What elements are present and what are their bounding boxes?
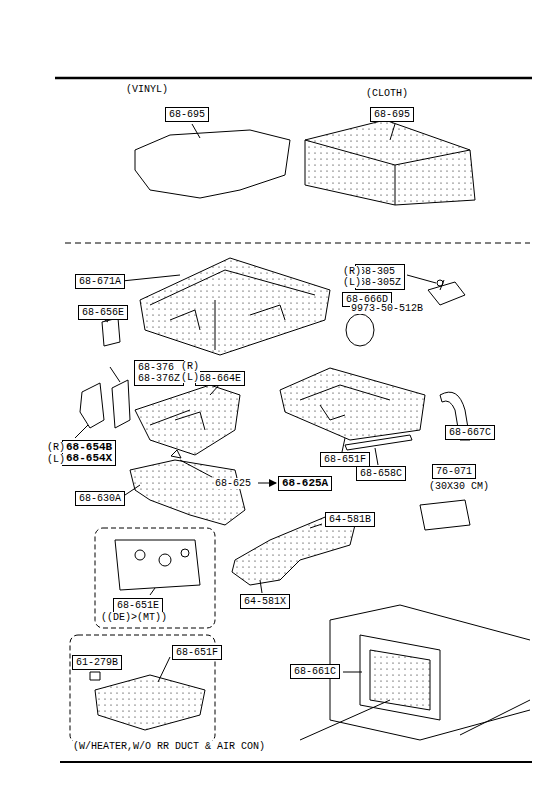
callout-box: 68-37668-376Z (134, 360, 184, 386)
callout-box: 68-695 (165, 107, 209, 122)
label-text: (L) (46, 454, 66, 465)
label-text: 9973-50-512B (350, 303, 424, 314)
callout-number: 68-651F (176, 647, 218, 658)
label-text: 68-625 (214, 478, 252, 489)
callout-number: 68-654B (66, 442, 112, 453)
callout-box: 64-581B (325, 512, 375, 527)
callout-number: 68-651E (117, 600, 159, 611)
label-text: (L) (342, 277, 362, 288)
callout-number: 68-305Z (359, 277, 401, 288)
callout-number: 68-664E (199, 373, 241, 384)
callout-box: 68-654B68-654X (62, 440, 116, 466)
callout-number: 68-630A (79, 493, 121, 504)
callout-box: 76-071 (432, 464, 476, 479)
callout-box: 68-651E (113, 598, 163, 613)
callout-number: 76-071 (436, 466, 472, 477)
callout-number: 61-279B (76, 657, 118, 668)
label-text: (R) (342, 266, 362, 277)
callout-box: 68-625A (278, 476, 332, 491)
callout-number: 64-581B (329, 514, 371, 525)
label-text: (30X30 CM) (428, 481, 490, 492)
callout-number: 68-671A (79, 276, 121, 287)
callout-number: 68-695 (169, 109, 205, 120)
label-text: (R) (46, 442, 66, 453)
callout-number: 68-667C (449, 427, 491, 438)
callout-box: 68-651F (172, 645, 222, 660)
callout-box: 68-661C (290, 664, 340, 679)
callout-box: 68-671A (75, 274, 125, 289)
callout-number: 68-625A (282, 478, 328, 489)
callout-number: 68-376Z (138, 373, 180, 384)
callout-number: 68-305 (359, 266, 401, 277)
callout-box: 68-695 (370, 107, 414, 122)
callout-box: 68-658C (356, 466, 406, 481)
callout-box: 68-630A (75, 491, 125, 506)
callout-number: 68-654X (66, 453, 112, 464)
callout-number: 64-581X (244, 596, 286, 607)
callout-box: 68-651F (320, 452, 370, 467)
callout-number: 68-376 (138, 362, 180, 373)
callout-box: 68-30568-305Z (355, 264, 405, 290)
callout-number: 68-656E (82, 307, 124, 318)
label-text: ((DE)>(MT)) (100, 612, 168, 623)
callout-box: 61-279B (72, 655, 122, 670)
callout-number: 68-651F (324, 454, 366, 465)
reference-arrow (258, 483, 276, 484)
callout-box: 64-581X (240, 594, 290, 609)
callout-box: 68-656E (78, 305, 128, 320)
label-text: (R) (180, 361, 200, 372)
label-text: (VINYL) (125, 84, 169, 95)
label-text: (L) (180, 372, 200, 383)
callout-number: 68-661C (294, 666, 336, 677)
callout-box: 68-664E (195, 371, 245, 386)
callout-box: 68-667C (445, 425, 495, 440)
callout-number: 68-658C (360, 468, 402, 479)
label-text: (W/HEATER,W/O RR DUCT & AIR CON) (72, 741, 266, 752)
label-text: (CLOTH) (365, 88, 409, 99)
callout-number: 68-695 (374, 109, 410, 120)
